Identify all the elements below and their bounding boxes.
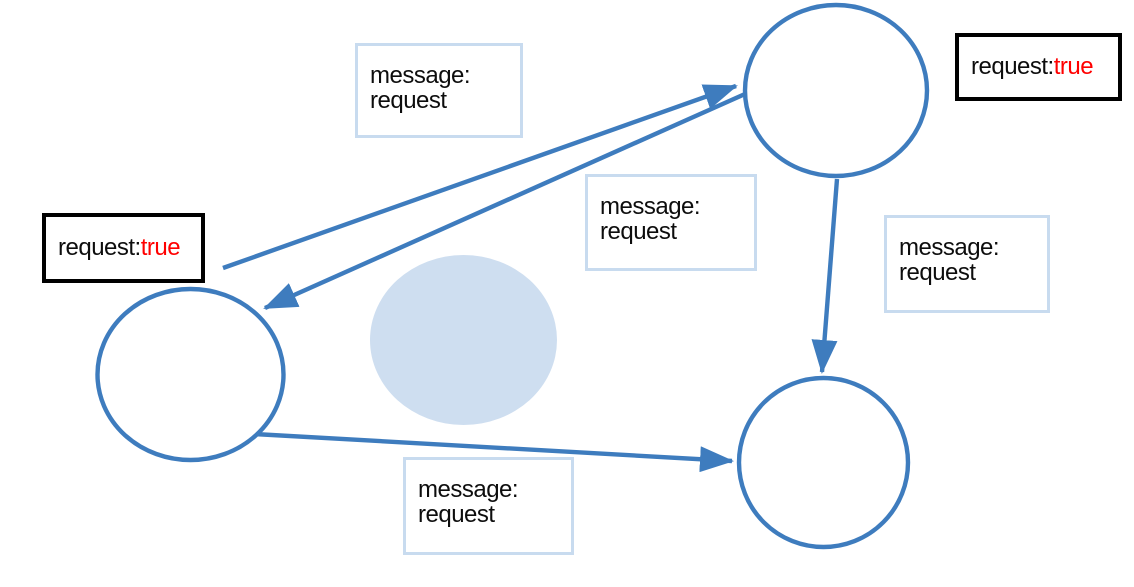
- message-label-line2: request: [418, 501, 495, 528]
- message-label-line1: message:: [899, 234, 1000, 261]
- state-key: request:: [971, 53, 1054, 80]
- state-label-left: request:true: [42, 213, 205, 283]
- arrow-top-right-to-left: [263, 91, 746, 311]
- message-label-line1: message:: [418, 476, 519, 503]
- message-label-line1: message:: [370, 62, 471, 89]
- message-label-line2: request: [370, 87, 447, 114]
- state-value: true: [140, 234, 181, 261]
- arrow-left-to-top-right: [222, 83, 738, 271]
- highlight-circle: [370, 255, 557, 425]
- arrow-top-right-to-bottom-right: [811, 178, 840, 374]
- node-circle-left: [95, 286, 286, 463]
- arrow-left-to-bottom-right: [253, 431, 734, 473]
- message-label-right: message: request: [884, 215, 1050, 313]
- node-circle-bottom-right: [736, 375, 911, 550]
- state-key: request:: [58, 234, 141, 261]
- node-circle-top-right: [742, 2, 930, 179]
- message-label-line2: request: [899, 259, 976, 286]
- state-label-top-right: request:true: [955, 33, 1122, 101]
- message-label-line2: request: [600, 218, 677, 245]
- message-label-middle: message: request: [585, 174, 757, 271]
- message-label-line1: message:: [600, 193, 701, 220]
- state-value: true: [1053, 53, 1094, 80]
- message-label-top-left: message: request: [355, 43, 523, 138]
- message-label-bottom: message: request: [403, 457, 574, 555]
